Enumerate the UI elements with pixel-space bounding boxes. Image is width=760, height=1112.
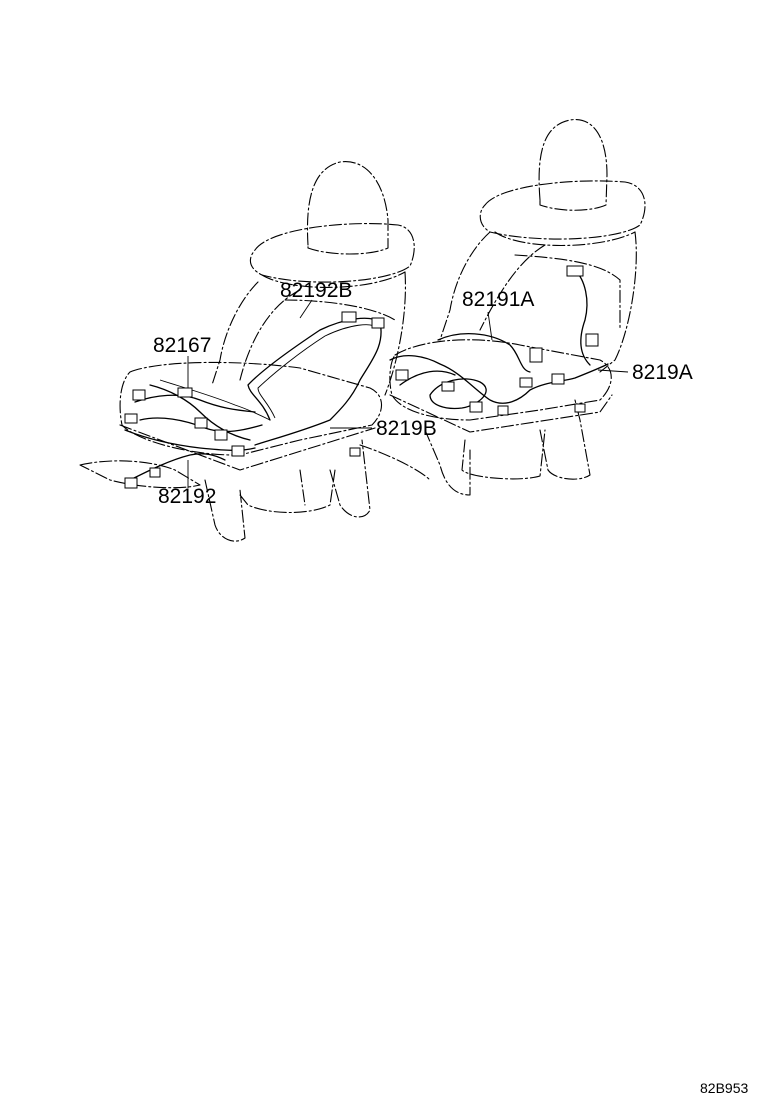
left-seat-headrest bbox=[306, 161, 389, 255]
callout-82167: 82167 bbox=[153, 334, 211, 357]
harness-82192B bbox=[247, 311, 385, 446]
connector bbox=[177, 387, 193, 398]
connector bbox=[585, 333, 599, 347]
connector bbox=[231, 445, 245, 457]
connector bbox=[469, 401, 483, 413]
callout-8219A: 8219A bbox=[632, 361, 693, 384]
left-seat-back bbox=[211, 271, 406, 396]
harness-82167 bbox=[124, 379, 271, 489]
connector bbox=[214, 429, 228, 441]
connector bbox=[132, 389, 146, 401]
callout-8219B: 8219B bbox=[376, 417, 437, 440]
connector bbox=[529, 347, 543, 363]
callout-82192: 82192 bbox=[158, 485, 216, 508]
connector bbox=[497, 405, 509, 416]
left-seat bbox=[79, 161, 586, 542]
callout-82192B: 82192B bbox=[280, 279, 352, 302]
left-seat-rail bbox=[79, 460, 201, 489]
connector bbox=[566, 265, 584, 277]
left-seat-back-top bbox=[249, 223, 415, 283]
connector bbox=[124, 413, 138, 424]
right-seat-back bbox=[439, 231, 637, 373]
leader-lines bbox=[187, 299, 629, 488]
floor-clip-right bbox=[574, 403, 586, 413]
left-seat-cushion bbox=[119, 361, 383, 456]
connector bbox=[371, 317, 385, 329]
right-seat bbox=[359, 119, 646, 496]
connector bbox=[441, 381, 455, 392]
right-seat-headrest bbox=[538, 119, 608, 211]
harness-82191A bbox=[389, 265, 609, 416]
callout-82191A: 82191A bbox=[462, 288, 534, 311]
left-seat-legs bbox=[204, 439, 371, 542]
figure-code: 82B953 bbox=[700, 1080, 748, 1096]
floor-clip bbox=[349, 447, 361, 457]
right-seat-cushion bbox=[389, 339, 612, 421]
connector bbox=[519, 377, 533, 388]
connector bbox=[149, 467, 161, 478]
right-seat-back-top bbox=[479, 180, 646, 240]
connector bbox=[341, 311, 357, 323]
connector bbox=[551, 373, 565, 385]
connector bbox=[194, 417, 208, 429]
right-seat-legs bbox=[424, 399, 591, 496]
connector bbox=[395, 369, 409, 381]
connector bbox=[124, 477, 138, 489]
